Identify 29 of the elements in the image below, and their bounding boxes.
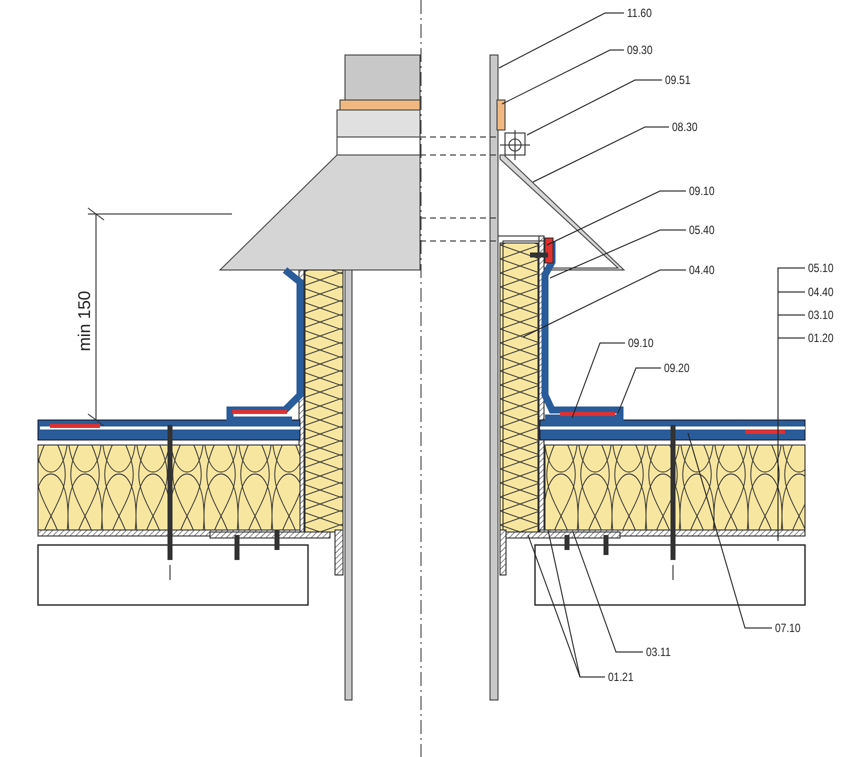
callout-number: 11.60 xyxy=(627,6,652,20)
leader-line xyxy=(618,368,662,414)
callout-number: 09.10 xyxy=(689,184,715,198)
leader-line xyxy=(522,270,686,338)
leader-line xyxy=(498,12,624,68)
dimension-label: min 150 xyxy=(76,290,94,352)
callout-number: 07.10 xyxy=(775,621,801,635)
leader-line xyxy=(526,80,662,136)
leader-line xyxy=(688,432,772,628)
callout-number: 01.21 xyxy=(608,670,634,684)
leader-line xyxy=(546,190,686,246)
callout-number: 01.20 xyxy=(808,331,834,345)
leader-line xyxy=(502,50,624,104)
callout-number: 09.20 xyxy=(664,361,690,375)
callout-number: 09.10 xyxy=(628,336,654,350)
leader-line xyxy=(550,230,686,278)
callout-number: 05.40 xyxy=(689,223,715,237)
leader-line xyxy=(572,532,644,652)
leader-line xyxy=(572,342,626,418)
callout-number: 09.51 xyxy=(665,73,691,87)
callout-number: 03.10 xyxy=(808,308,834,322)
callout-number: 05.10 xyxy=(808,261,834,275)
callout-number: 04.40 xyxy=(808,285,834,299)
leader-line xyxy=(548,530,606,678)
callout-number: 08.30 xyxy=(672,120,698,134)
leader-line xyxy=(532,126,670,182)
callout-number: 04.40 xyxy=(689,263,715,277)
callout-number: 03.11 xyxy=(646,645,671,659)
callout-number: 09.30 xyxy=(627,43,653,57)
